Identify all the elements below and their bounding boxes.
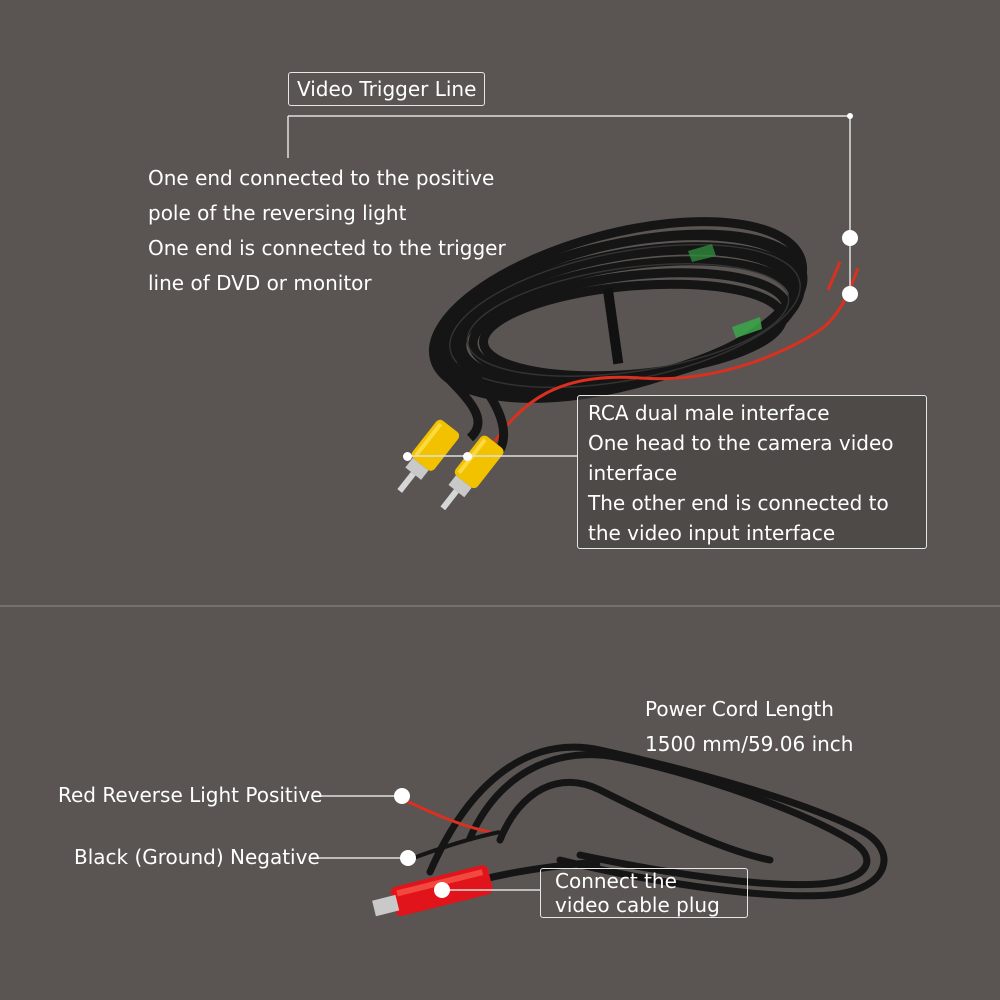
rca-dot-right	[463, 452, 472, 461]
red-trigger-wire	[486, 267, 860, 453]
coil-green-tag	[688, 244, 716, 262]
rca-cable	[436, 366, 483, 442]
trigger-desc-line: pole of the reversing light	[148, 201, 407, 225]
plug-description-box: Connect the video cable plug	[540, 868, 748, 918]
leader-lines-top	[287, 115, 851, 457]
leader-corner-dot	[847, 113, 853, 119]
trigger-desc-line: One end connected to the positive	[148, 166, 495, 190]
red-trigger-wire-end	[826, 261, 842, 291]
rca-desc-line: RCA dual male interface	[588, 401, 830, 425]
black-wire-dot	[400, 850, 416, 866]
trigger-label: Video Trigger Line	[297, 77, 477, 101]
plug-desc-line: Connect the	[555, 869, 677, 893]
rca-plug-left	[397, 419, 460, 493]
trigger-description: One end connected to the positive pole o…	[148, 161, 506, 301]
black-wire-label: Black (Ground) Negative	[74, 845, 320, 869]
coil-green-tag	[732, 317, 762, 338]
power-cord-loop	[426, 743, 888, 900]
rca-cable	[456, 356, 509, 453]
rca-desc-line: interface	[588, 461, 678, 485]
trigger-wire-dot-1	[842, 230, 858, 246]
leader-lines-bottom	[314, 795, 540, 891]
power-cord-info: Power Cord Length 1500 mm/59.06 inch	[645, 692, 853, 762]
rca-dot-left	[403, 452, 412, 461]
plug-desc-line: video cable plug	[555, 893, 720, 917]
red-wire-dot	[394, 788, 410, 804]
rca-desc-line: One head to the camera video	[588, 431, 894, 455]
red-wire-label: Red Reverse Light Positive	[58, 783, 323, 807]
black-wire-bottom	[407, 830, 501, 862]
cable-tie	[602, 287, 624, 365]
rca-desc-line: The other end is connected to	[588, 491, 889, 515]
trigger-desc-line: One end is connected to the trigger	[148, 236, 506, 260]
power-cord-length: 1500 mm/59.06 inch	[645, 732, 854, 756]
rca-description-box: RCA dual male interface One head to the …	[577, 395, 927, 549]
trigger-desc-line: line of DVD or monitor	[148, 271, 372, 295]
trigger-wire-dot-2	[842, 286, 858, 302]
red-wire-bottom	[399, 796, 491, 834]
power-cord-title: Power Cord Length	[645, 697, 834, 721]
rca-desc-line: the video input interface	[588, 521, 836, 545]
trigger-label-box: Video Trigger Line	[288, 72, 486, 106]
plug-dot	[434, 882, 450, 898]
